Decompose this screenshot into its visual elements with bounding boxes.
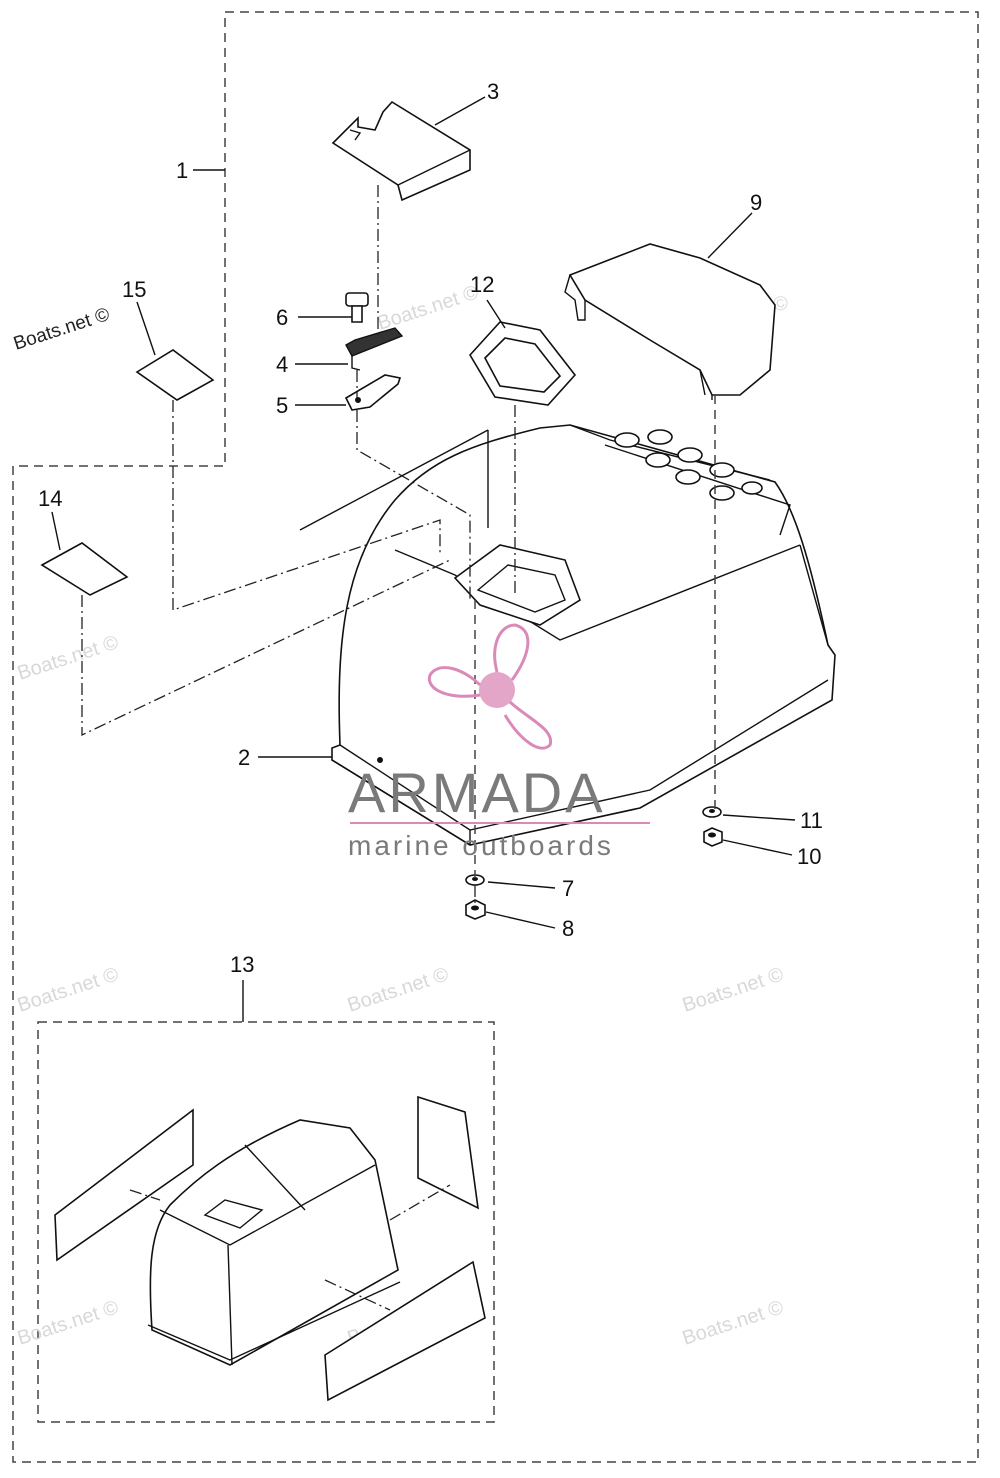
propeller-logo (427, 623, 553, 750)
brand-watermark: ARMADA marine outboards (348, 623, 650, 861)
part-label-9: 9 (750, 190, 762, 215)
watermark-text: Boats.net © (680, 1296, 787, 1349)
watermark-text: Boats.net © (680, 963, 787, 1016)
part-label-7: 7 (562, 876, 574, 901)
part-label-14: 14 (38, 486, 62, 511)
brand-tagline: marine outboards (348, 830, 614, 861)
part-label-6: 6 (276, 305, 288, 330)
part-9-cover (564, 243, 776, 400)
part-7-washer (465, 874, 485, 886)
watermark-text: Boats.net © (15, 1296, 122, 1349)
watermark-text: Boats.net © (11, 304, 112, 355)
part-label-4: 4 (276, 352, 288, 377)
assembly-lines (81, 185, 716, 905)
port-holes (614, 429, 763, 501)
part-13-decal-set (54, 1095, 486, 1402)
part-15-decal (135, 349, 215, 401)
part-label-5: 5 (276, 393, 288, 418)
part-8-nut (465, 899, 486, 920)
part-labels: 1 2 3 4 5 6 7 8 9 10 11 12 13 14 15 (38, 79, 823, 977)
part-4-bracket (345, 327, 404, 371)
part-3-plate (331, 100, 471, 202)
part-2-top-cowling (331, 424, 836, 846)
part-label-10: 10 (797, 844, 821, 869)
part-label-13: 13 (230, 952, 254, 977)
part-label-2: 2 (238, 745, 250, 770)
part-label-12: 12 (470, 272, 494, 297)
part-label-15: 15 (122, 277, 146, 302)
part-12-seal (469, 321, 577, 406)
part-14-decal (40, 542, 129, 596)
brand-name: ARMADA (348, 761, 606, 824)
leader-lines (51, 96, 796, 1022)
part-label-1: 1 (176, 158, 188, 183)
watermark-text: Boats.net © (15, 631, 122, 684)
part-label-11: 11 (800, 808, 823, 833)
group-border (12, 11, 979, 1463)
part-label-3: 3 (487, 79, 499, 104)
part-11-washer (702, 806, 722, 818)
watermark-text: Boats.net © (15, 963, 122, 1016)
part-10-nut (703, 827, 723, 847)
watermark-text: Boats.net © (345, 963, 452, 1016)
watermark-text: Boats.net © (375, 281, 482, 334)
part-label-8: 8 (562, 916, 574, 941)
part-5-plate (344, 374, 402, 411)
